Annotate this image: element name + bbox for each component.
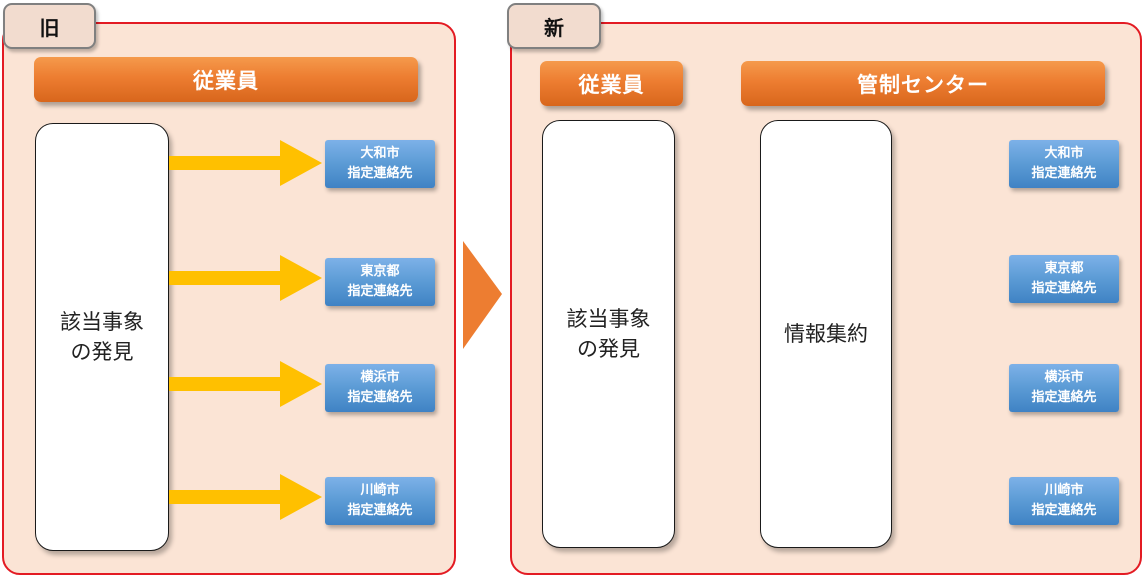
destination-city: 川崎市 <box>360 483 400 498</box>
new-destination-tokyo: 東京都 指定連絡先 <box>1009 255 1119 303</box>
destination-city: 川崎市 <box>1044 483 1084 498</box>
destination-city: 東京都 <box>1044 261 1084 276</box>
destination-label: 指定連絡先 <box>1031 503 1097 518</box>
destination-label: 指定連絡先 <box>1031 166 1097 181</box>
destination-label: 指定連絡先 <box>347 166 413 181</box>
new-discovery-box: 該当事象 の発見 <box>542 120 675 548</box>
control-center-header: 管制センター <box>741 61 1105 106</box>
old-destination-yokohama: 横浜市 指定連絡先 <box>325 364 435 412</box>
old-tab-label: 旧 <box>3 3 96 49</box>
destination-city: 横浜市 <box>1044 370 1084 385</box>
new-destination-kawasaki: 川崎市 指定連絡先 <box>1009 477 1119 525</box>
new-tab-label: 新 <box>507 3 601 49</box>
new-destination-yamato: 大和市 指定連絡先 <box>1009 140 1119 188</box>
destination-label: 指定連絡先 <box>347 284 413 299</box>
old-destination-tokyo: 東京都 指定連絡先 <box>325 258 435 306</box>
information-aggregation-box: 情報集約 <box>760 120 892 548</box>
destination-label: 指定連絡先 <box>347 390 413 405</box>
old-arrow-to-tokyo <box>169 255 322 301</box>
destination-label: 指定連絡先 <box>1031 390 1097 405</box>
destination-city: 東京都 <box>360 264 400 279</box>
destination-city: 大和市 <box>360 146 400 161</box>
old-destination-yamato: 大和市 指定連絡先 <box>325 140 435 188</box>
transition-arrow-icon <box>463 241 502 349</box>
old-arrows <box>169 140 322 520</box>
destination-city: 横浜市 <box>360 370 400 385</box>
old-arrow-to-kawasaki <box>169 474 322 520</box>
destination-label: 指定連絡先 <box>347 503 413 518</box>
destination-city: 大和市 <box>1044 146 1084 161</box>
old-arrow-to-yamato <box>169 140 322 186</box>
old-arrow-to-yokohama <box>169 361 322 407</box>
old-employee-header: 従業員 <box>34 57 418 102</box>
destination-label: 指定連絡先 <box>1031 281 1097 296</box>
new-employee-header: 従業員 <box>540 61 683 106</box>
old-discovery-box: 該当事象 の発見 <box>35 123 169 551</box>
new-destination-yokohama: 横浜市 指定連絡先 <box>1009 364 1119 412</box>
old-destination-kawasaki: 川崎市 指定連絡先 <box>325 477 435 525</box>
